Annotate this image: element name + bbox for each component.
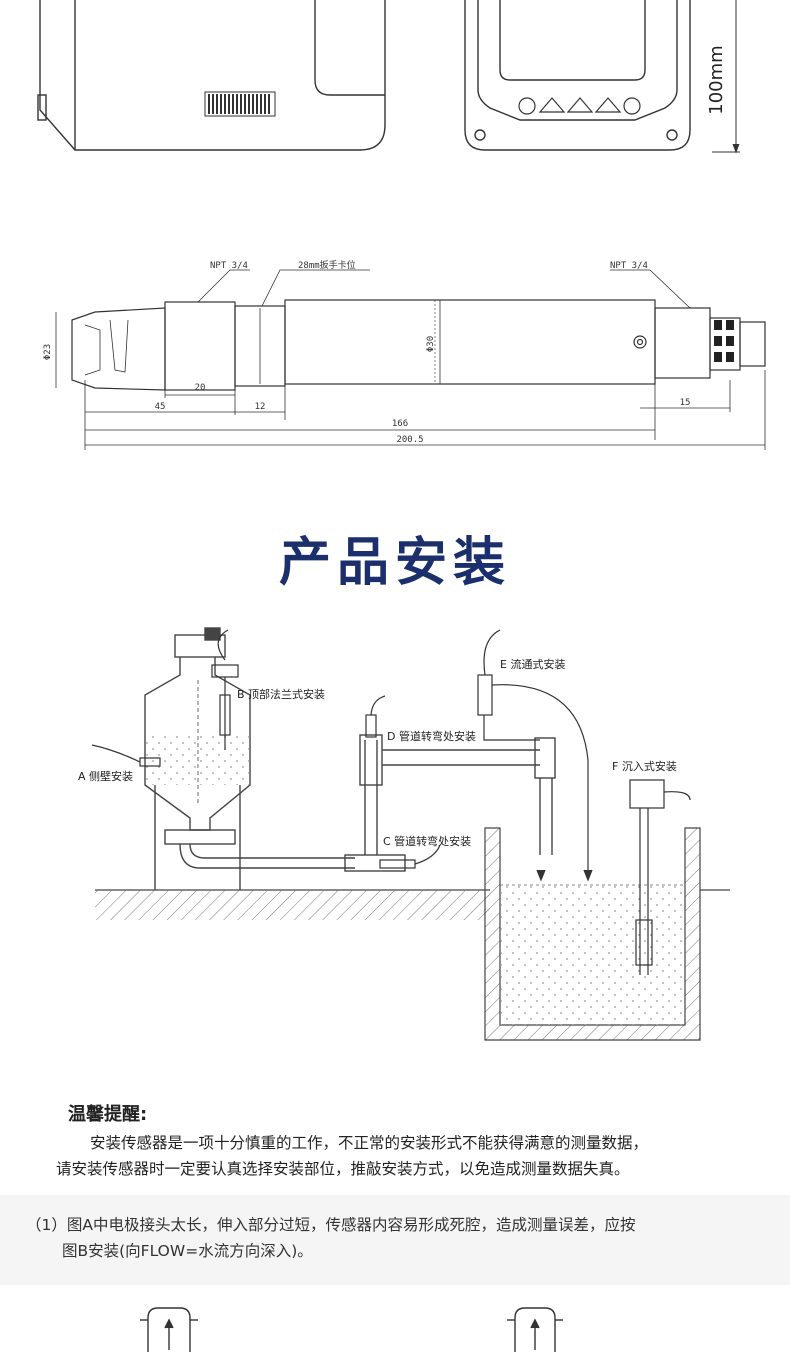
probe-f [629, 779, 691, 975]
label-b: B 顶部法兰式安装 [237, 687, 325, 701]
controller-buttons [518, 97, 641, 115]
tank [144, 627, 251, 890]
tips-line-2: 请安装传感器时一定要认真选择安装部位，推敲安装方式，以免造成测量数据失真。 [56, 1160, 630, 1178]
dim-20-label: 20 [195, 383, 206, 393]
note-line-1: （1）图A中电极接头太长，伸入部分过短，传感器内容易形成死腔，造成测量误差，应按 [26, 1216, 636, 1234]
probe-d [365, 695, 386, 738]
label-e: E 流通式安装 [500, 657, 565, 671]
dim-12-label: 12 [255, 402, 266, 412]
ground [95, 889, 730, 920]
sensor-body [284, 299, 656, 385]
label-d: D 管道转弯处安装 [387, 729, 476, 743]
vent-grille [204, 91, 276, 117]
pool [484, 827, 701, 1041]
label-f: F 沉入式安装 [612, 759, 677, 773]
height-dimension [712, 0, 740, 154]
diameter-body-label: Φ30 [426, 336, 436, 352]
pipe-sketch-a [140, 1307, 198, 1352]
tips-body: 安装传感器是一项十分慎重的工作，不正常的安装形式不能获得满意的测量数据， 请安装… [56, 1130, 776, 1182]
pipe-sketches [140, 1307, 563, 1352]
dim-45-label: 45 [155, 402, 166, 412]
dim-166-label: 166 [392, 419, 408, 429]
sensor-dimension-drawing: NPT 3/4 28mm扳手卡位 NPT 3/4 Φ23 Φ30 20 45 1… [43, 259, 766, 450]
note-text: （1）图A中电极接头太长，伸入部分过短，传感器内容易形成死腔，造成测量误差，应按… [26, 1212, 776, 1264]
tips-line-1: 安装传感器是一项十分慎重的工作，不正常的安装形式不能获得满意的测量数据， [90, 1134, 649, 1152]
wrench-label: 28mm扳手卡位 [298, 259, 356, 271]
controller-front-view [464, 0, 691, 151]
thread-block-left [164, 301, 236, 391]
note-line-2: 图B安装(向FLOW=水流方向深入)。 [62, 1242, 313, 1260]
dim-total-label: 200.5 [396, 435, 423, 445]
label-c: C 管道转弯处安装 [383, 834, 471, 848]
thread-block-right [654, 307, 711, 379]
thread-right-label: NPT 3/4 [610, 261, 648, 271]
probe-e [477, 629, 593, 882]
tips-heading: 温馨提醒: [68, 1104, 148, 1125]
sensor-tip [71, 307, 166, 391]
thread-left-label: NPT 3/4 [210, 261, 248, 271]
controller-drawing: 100mm [37, 0, 740, 154]
dim-15-label: 15 [680, 398, 691, 408]
probe-a [91, 744, 161, 767]
pipe-sketch-b [507, 1307, 563, 1352]
controller-side-view [37, 0, 386, 151]
pipework [179, 734, 556, 872]
section-title: 产品安装 [278, 533, 511, 593]
label-a: A 侧壁安装 [78, 769, 133, 783]
height-label: 100mm [706, 45, 727, 114]
probe-b [211, 629, 239, 750]
diameter-tip-label: Φ23 [43, 344, 53, 360]
installation-diagram: A 侧壁安装 B 顶部法兰式安装 C 管道转弯处安装 D 管道转弯处安装 E 流… [78, 627, 730, 1041]
probe-c [379, 844, 441, 869]
note-band [0, 1195, 790, 1285]
